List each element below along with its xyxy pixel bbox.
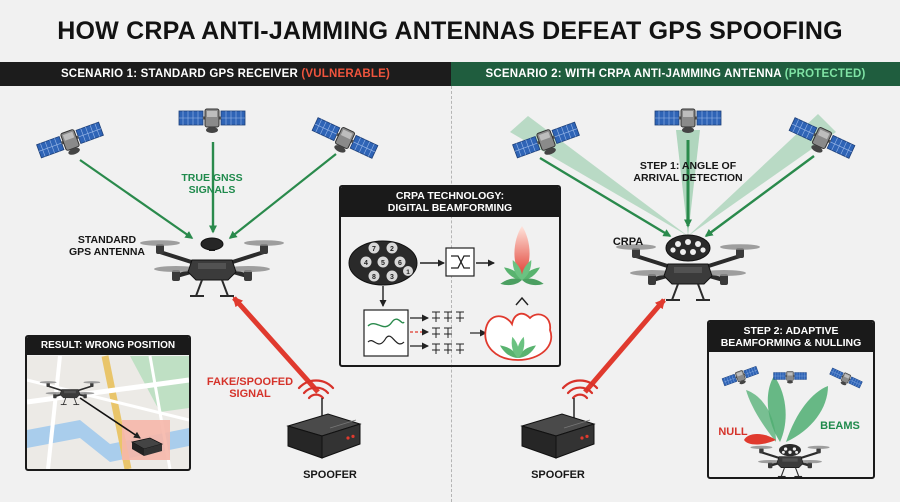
element-number: 8: [372, 274, 376, 281]
true-signal-arrow-right: [228, 153, 337, 239]
drone-icon: [616, 234, 760, 300]
result-title: RESULT: WRONG POSITION: [27, 337, 189, 355]
element-number: 4: [364, 260, 368, 267]
result-box: RESULT: WRONG POSITION: [25, 335, 191, 471]
beamforming-box: CRPA TECHNOLOGY: DIGITAL BEAMFORMING: [339, 185, 561, 367]
radiation-pattern-icon: [484, 312, 553, 361]
beamforming-title: CRPA TECHNOLOGY: DIGITAL BEAMFORMING: [341, 187, 559, 217]
switch-icon: [445, 247, 475, 277]
element-number: 6: [398, 260, 402, 267]
fake-signal-arrow: [232, 296, 320, 394]
element-number: 5: [381, 260, 385, 267]
spoofer-label: SPOOFER: [303, 469, 357, 481]
element-number: 2: [390, 246, 394, 253]
scenario2-status: (PROTECTED): [784, 68, 866, 80]
scenario2-label: SCENARIO 2: WITH CRPA ANTI-JAMMING ANTEN…: [485, 68, 782, 80]
satellite-icon: [308, 115, 380, 167]
true-signals-label: TRUE GNSS SIGNALS: [181, 172, 243, 196]
scenario1-banner: SCENARIO 1: STANDARD GPS RECEIVER (VULNE…: [0, 62, 451, 86]
satellite-icon: [178, 108, 246, 134]
scenario1-label: SCENARIO 1: STANDARD GPS RECEIVER: [60, 68, 298, 80]
true-signal-arrow-left: [539, 156, 672, 238]
radiation-pattern-icon: [499, 226, 545, 287]
satellite-icon: [654, 108, 722, 134]
spoofer-label: SPOOFER: [531, 469, 585, 481]
crpa-array-icon: 7 2 4 5 6 8 3 1: [348, 240, 418, 286]
true-signal-arrow-left: [79, 159, 194, 239]
fake-signal-arrow-blocked: [583, 298, 666, 394]
element-number: 7: [372, 246, 376, 253]
scenario2-banner: SCENARIO 2: WITH CRPA ANTI-JAMMING ANTEN…: [451, 62, 900, 86]
beam-right: [688, 114, 836, 236]
crpa-array-icon: [670, 239, 706, 255]
spoofer-box-icon: [521, 413, 595, 459]
fake-signal-label: FAKE/SPOOFED SIGNAL: [206, 376, 294, 400]
scenario-divider: [451, 86, 452, 502]
drone-icon: [140, 237, 284, 296]
true-signal-arrow-right: [704, 155, 815, 237]
beams-label: BEAMS: [820, 420, 860, 432]
step2-title: STEP 2: ADAPTIVE BEAMFORMING & NULLING: [709, 322, 873, 352]
spoofer-box-icon: [287, 413, 361, 459]
satellite-icon: [35, 119, 107, 166]
scenario1-status: (VULNERABLE): [301, 68, 391, 80]
element-number: 1: [406, 269, 410, 276]
crpa-label: CRPA: [612, 236, 644, 248]
wifi-waves-icon: [561, 379, 599, 400]
standard-antenna-label: STANDARD GPS ANTENNA: [68, 234, 146, 258]
map-icon: [26, 355, 190, 470]
null-label: NULL: [718, 426, 748, 438]
element-number: 3: [390, 274, 394, 281]
step2-box: STEP 2: ADAPTIVE BEAMFORMING & NULLING: [707, 320, 875, 479]
beamforming-detail: [721, 364, 864, 478]
page-title: HOW CRPA ANTI-JAMMING ANTENNAS DEFEAT GP…: [57, 17, 843, 45]
step1-label: STEP 1: ANGLE OF ARRIVAL DETECTION: [633, 160, 743, 184]
offset-arrow: [79, 397, 141, 439]
